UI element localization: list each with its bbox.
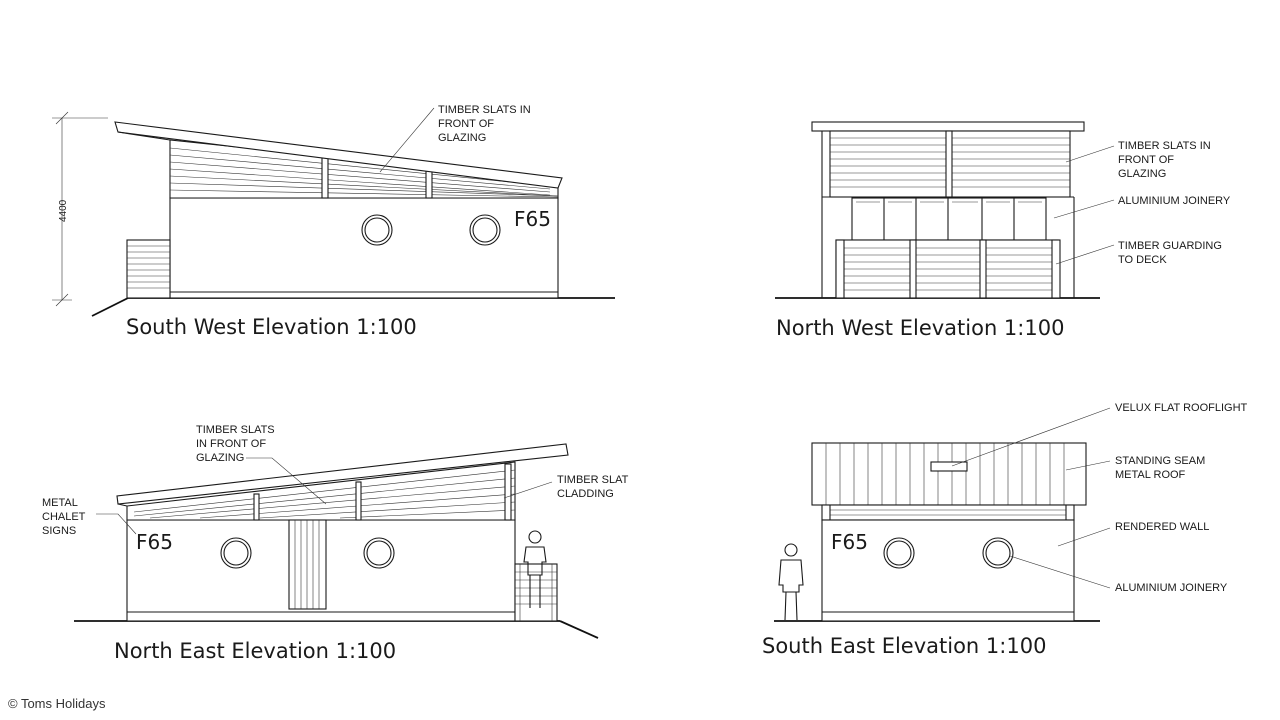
annotation-text: RENDERED WALL — [1115, 521, 1209, 533]
annotation-text: FRONT OF — [1118, 154, 1174, 166]
elevation-title: South West Elevation 1:100 — [126, 315, 417, 339]
annotation-text: GLAZING — [1118, 168, 1166, 180]
porthole-window — [883, 537, 915, 569]
ground-line — [91, 297, 129, 317]
annotation-text: CHALET — [42, 511, 86, 523]
deck-slats — [127, 245, 170, 289]
chalet-sign: F65 — [136, 530, 173, 554]
timber-door — [288, 519, 327, 610]
north-west-elevation: TIMBER SLATS IN FRONT OF GLAZING ALUMINI… — [775, 121, 1231, 340]
annotation-text: GLAZING — [196, 452, 244, 464]
velux-rooflight — [930, 461, 968, 472]
aluminium-joinery-glazing — [851, 197, 1047, 241]
south-east-elevation: F65 VELUX FLAT ROOFLIGHT STANDING SEAM M… — [762, 402, 1248, 658]
annotation-aluminium-joinery: ALUMINIUM JOINERY — [1009, 555, 1228, 594]
clerestory-slat-lines — [133, 469, 516, 519]
annotation-text: TIMBER GUARDING — [1118, 240, 1222, 252]
annotation-text: METAL — [42, 497, 78, 509]
annotation-text: METAL ROOF — [1115, 469, 1186, 481]
clerestory-slat-lines — [169, 147, 559, 198]
person-figure — [778, 543, 804, 621]
annotation-text: SIGNS — [42, 525, 76, 537]
deck-with-figure — [514, 530, 558, 622]
annotation-text: ALUMINIUM JOINERY — [1118, 195, 1231, 207]
annotation-text: TO DECK — [1118, 254, 1167, 266]
clerestory-timber-slats — [126, 461, 516, 521]
roof-edge — [811, 121, 1085, 132]
height-dimension: 4400 — [52, 111, 108, 307]
timber-slat-band — [821, 504, 1075, 521]
rendered-wall — [821, 519, 1075, 622]
deck-guarding — [126, 239, 171, 299]
annotation-timber-slats: TIMBER SLATS IN FRONT OF GLAZING — [196, 424, 327, 505]
roof-seams — [825, 443, 1065, 505]
annotation-text: CLADDING — [557, 488, 614, 500]
rendered-wall — [169, 197, 559, 299]
annotation-velux-rooflight: VELUX FLAT ROOFLIGHT — [951, 402, 1248, 467]
north-east-elevation: F65 TIMBER SLATS IN FRONT OF GLAZING TIM… — [42, 424, 629, 663]
porthole-window — [361, 214, 393, 246]
annotation-text: IN FRONT OF — [196, 438, 266, 450]
annotation-timber-slats: TIMBER SLATS IN FRONT OF GLAZING — [1065, 140, 1211, 180]
annotation-rendered-wall: RENDERED WALL — [1057, 521, 1209, 547]
annotation-text: GLAZING — [438, 132, 486, 144]
guarding-slat-lines — [844, 247, 1056, 291]
porthole-window — [363, 537, 395, 569]
copyright-notice: © Toms Holidays — [8, 696, 106, 711]
south-west-elevation: 4400 — [52, 104, 615, 339]
person-figure — [528, 530, 542, 544]
chalet-sign: F65 — [514, 207, 551, 231]
annotation-text: FRONT OF — [438, 118, 494, 130]
annotation-standing-seam-roof: STANDING SEAM METAL ROOF — [1065, 455, 1205, 481]
annotation-timber-cladding: TIMBER SLAT CLADDING — [503, 474, 629, 500]
height-dimension-label: 4400 — [58, 199, 69, 222]
standing-seam-metal-roof — [811, 442, 1087, 506]
porthole-window — [982, 537, 1014, 569]
annotation-timber-slats: TIMBER SLATS IN FRONT OF GLAZING — [379, 104, 531, 173]
annotation-timber-guarding: TIMBER GUARDING TO DECK — [1055, 240, 1222, 266]
annotation-text: TIMBER SLATS IN — [438, 104, 531, 116]
mono-pitch-roof — [116, 443, 569, 505]
elevation-title: North West Elevation 1:100 — [776, 316, 1064, 340]
chalet-sign: F65 — [831, 530, 868, 554]
annotation-text: STANDING SEAM — [1115, 455, 1205, 467]
annotation-text: TIMBER SLATS — [196, 424, 275, 436]
annotation-text: VELUX FLAT ROOFLIGHT — [1115, 402, 1248, 414]
porthole-window — [220, 537, 252, 569]
mono-pitch-roof — [114, 121, 563, 189]
annotation-text: TIMBER SLAT — [557, 474, 629, 486]
annotation-chalet-signs: METAL CHALET SIGNS — [42, 497, 137, 537]
elevation-title: South East Elevation 1:100 — [762, 634, 1046, 658]
porthole-window — [469, 214, 501, 246]
annotation-aluminium-joinery: ALUMINIUM JOINERY — [1053, 195, 1231, 219]
annotation-text: TIMBER SLATS IN — [1118, 140, 1211, 152]
annotation-text: ALUMINIUM JOINERY — [1115, 582, 1228, 594]
elevation-title: North East Elevation 1:100 — [114, 639, 396, 663]
